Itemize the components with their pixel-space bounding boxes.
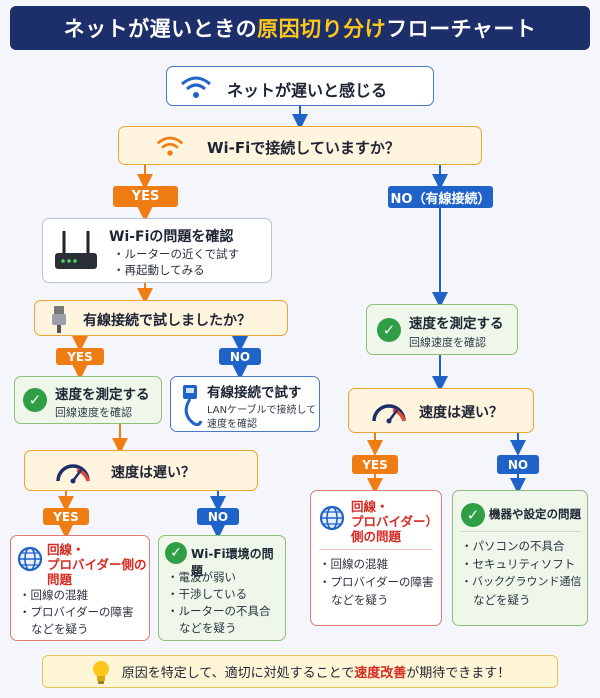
- wifi-check-node: Wi-Fiの問題を確認 ・ルーターの近くで試す ・再起動してみる: [42, 218, 272, 283]
- isp-right-item-1: ・回線の混雑: [319, 557, 388, 571]
- try-wired-title: 有線接続で試す: [207, 385, 302, 401]
- no-badge-3: NO: [197, 508, 239, 525]
- wifi-env-item-1: ・電波が弱い: [167, 570, 236, 584]
- check-icon: ✓: [23, 388, 47, 412]
- router-icon: [55, 231, 97, 269]
- divider: [319, 549, 433, 550]
- isp-left-title-3: 問題: [47, 572, 73, 587]
- footer-suffix: が期待できます！: [406, 666, 511, 681]
- isp-right-title-2: プロバイダー）: [351, 514, 439, 529]
- measure-right-node: ✓ 速度を測定する 回線速度を確認: [366, 304, 518, 355]
- isp-right-title-1: 回線・: [351, 499, 389, 514]
- isp-right-node: 回線・ プロバイダー） 側の問題 ・回線の混雑 ・プロバイダーの障害 などを疑う: [310, 490, 442, 626]
- start-node: ネットが遅いと感じる: [166, 66, 434, 106]
- device-issue-item-1: ・パソコンの不具合: [461, 539, 565, 553]
- measure-left-title: 速度を測定する: [55, 387, 150, 403]
- yes-badge-4: YES: [352, 455, 398, 474]
- isp-left-title-2: プロバイダー側の: [47, 557, 147, 572]
- conclusion-banner: 原因を特定して、適切に対処することで速度改善が期待できます！: [42, 655, 558, 688]
- title-highlight: 原因切り分け: [257, 17, 387, 41]
- globe-icon: [17, 546, 43, 572]
- wifi-check-item-2: ・再起動してみる: [113, 263, 205, 277]
- wifi-check-item-1: ・ルーターの近くで試す: [113, 247, 240, 261]
- slow-right-question-node: 速度は遅い？: [348, 388, 534, 433]
- try-wired-sub2: 速度を確認: [207, 419, 257, 430]
- isp-left-item-1: ・回線の混雑: [19, 588, 88, 602]
- no-badge-4: NO: [497, 455, 539, 474]
- wifi-env-node: ✓ Wi-Fi環境の問題 ・電波が弱い ・干渉している ・ルーターの不具合 など…: [158, 535, 286, 641]
- try-wired-sub1: LANケーブルで接続して: [207, 405, 317, 416]
- title-prefix: ネットが遅いときの: [63, 17, 258, 41]
- try-wired-node: 有線接続で試す LANケーブルで接続して 速度を確認: [170, 376, 320, 432]
- slow-right-question-label: 速度は遅い？: [419, 405, 503, 421]
- isp-left-item-3: などを疑う: [31, 622, 89, 636]
- speedometer-icon: [372, 404, 406, 424]
- wifi-icon: [156, 136, 184, 156]
- isp-right-item-3: などを疑う: [331, 593, 389, 607]
- wifi-env-title: Wi-Fi環境の問題: [191, 547, 274, 578]
- device-issue-item-4: などを疑う: [473, 593, 531, 607]
- wifi-env-item-3: ・ルーターの不具合: [167, 604, 271, 618]
- wifi-icon: [181, 76, 211, 98]
- no-badge-2: NO: [219, 348, 261, 365]
- page-title: ネットが遅いときの原因切り分けフローチャート: [10, 6, 590, 50]
- wired-question-node: 有線接続で試しましたか？: [34, 300, 288, 336]
- wifi-check-title: Wi-Fiの問題を確認: [109, 229, 234, 245]
- isp-left-title-1: 回線・: [47, 542, 85, 557]
- isp-right-title-3: 側の問題: [351, 529, 402, 544]
- measure-right-sub: 回線速度を確認: [409, 336, 486, 349]
- device-issue-node: ✓ 機器や設定の問題 ・パソコンの不具合 ・セキュリティソフト ・バックグラウン…: [452, 490, 588, 626]
- device-issue-title: 機器や設定の問題: [489, 507, 581, 521]
- device-issue-item-2: ・セキュリティソフト: [461, 557, 576, 571]
- isp-right-item-2: ・プロバイダーの障害: [319, 575, 434, 589]
- slow-left-question-node: 速度は遅い？: [24, 450, 258, 491]
- check-icon: ✓: [461, 503, 485, 527]
- isp-left-item-2: ・プロバイダーの障害: [19, 605, 134, 619]
- wifi-question-node: Wi-Fiで接続していますか？: [118, 126, 482, 165]
- isp-left-node: 回線・ プロバイダー側の 問題 ・回線の混雑 ・プロバイダーの障害 などを疑う: [10, 535, 150, 641]
- wifi-env-item-4: などを疑う: [179, 621, 237, 635]
- check-icon: ✓: [377, 318, 401, 342]
- wifi-question-label: Wi-Fiで接続していますか？: [207, 139, 400, 157]
- wifi-env-item-2: ・干渉している: [167, 587, 248, 601]
- slow-left-question-label: 速度は遅い？: [111, 465, 195, 481]
- wired-question-label: 有線接続で試しましたか？: [83, 313, 251, 329]
- yes-badge-1: YES: [113, 186, 178, 207]
- measure-left-node: ✓ 速度を測定する 回線速度を確認: [14, 376, 162, 424]
- speedometer-icon: [56, 464, 90, 484]
- start-label: ネットが遅いと感じる: [227, 81, 388, 100]
- title-suffix: フローチャート: [386, 17, 537, 41]
- footer-highlight: 速度改善: [354, 666, 407, 681]
- measure-left-sub: 回線速度を確認: [55, 406, 132, 419]
- divider: [461, 531, 581, 532]
- yes-badge-2: YES: [56, 348, 104, 365]
- check-icon: ✓: [165, 542, 187, 564]
- device-issue-item-3: ・バックグラウンド通信: [461, 575, 582, 588]
- globe-icon: [319, 505, 345, 531]
- measure-right-title: 速度を測定する: [409, 316, 504, 332]
- lightbulb-icon: [92, 660, 109, 684]
- footer-prefix: 原因を特定して、適切に対処することで: [121, 666, 355, 681]
- lan-cable-icon: [52, 306, 66, 333]
- lan-cable-icon: [183, 385, 203, 427]
- yes-badge-3: YES: [43, 508, 89, 525]
- no-wired-badge: NO（有線接続）: [388, 186, 493, 208]
